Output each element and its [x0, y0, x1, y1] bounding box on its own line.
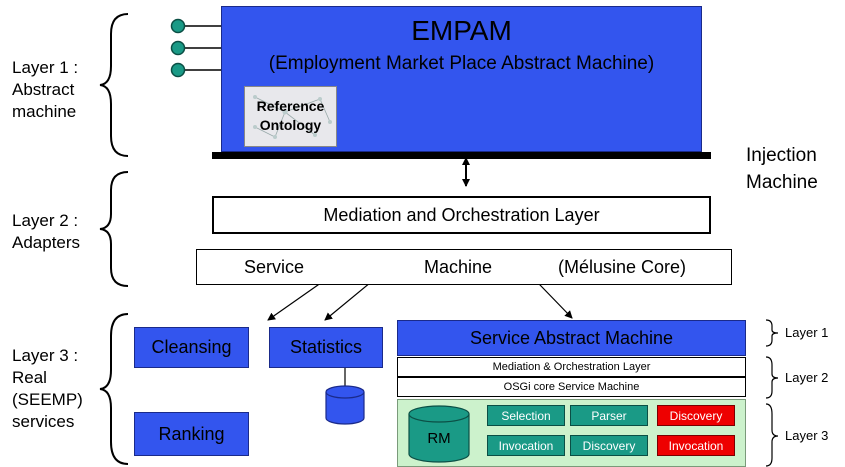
injection-bar [212, 152, 711, 159]
invocation-component: Invocation [487, 435, 565, 456]
right-layer3-label: Layer 3 [785, 428, 829, 443]
parser-component: Parser [570, 405, 648, 426]
brace-right-layer3 [765, 403, 779, 467]
mediation-orchestration-layer: Mediation and Orchestration Layer [212, 196, 711, 234]
sam-component-panel: RM Selection Parser Discovery Invocation… [397, 399, 746, 467]
empam-box: EMPAM (Employment Market Place Abstract … [221, 6, 702, 152]
discovery-component: Discovery [570, 435, 648, 456]
layer1-label: Layer 1 : Abstract machine [12, 58, 79, 121]
empam-subtitle: (Employment Market Place Abstract Machin… [268, 53, 655, 74]
service-abstract-machine: Service Abstract Machine [397, 320, 746, 356]
service-machine-bar: Service Machine (Mélusine Core) [196, 249, 732, 285]
injection-machine-label: Injection Machine [746, 145, 818, 193]
cleansing-service: Cleansing [134, 327, 249, 368]
ranking-service: Ranking [134, 412, 249, 456]
empam-title: EMPAM [411, 15, 512, 46]
connector-dot-2 [170, 40, 186, 56]
brace-layer3 [99, 313, 129, 465]
brace-right-layer2 [765, 356, 779, 399]
connector-dot-1 [170, 18, 186, 34]
brace-layer2 [99, 171, 129, 287]
ontology-graph-icon [253, 95, 332, 139]
right-layer1-label: Layer 1 [785, 325, 829, 340]
right-layer2-label: Layer 2 [785, 370, 829, 385]
discovery-component-red: Discovery [657, 405, 735, 426]
brace-layer1 [99, 13, 129, 157]
database-icon [325, 385, 365, 425]
rm-label: RM [427, 430, 451, 447]
osgi-core-service-machine: OSGi core Service Machine [397, 377, 746, 397]
layer3-label: Layer 3 : Real (SEEMP) services [12, 346, 83, 431]
sam-mediation-layer: Mediation & Orchestration Layer [397, 357, 746, 377]
selection-component: Selection [487, 405, 565, 426]
layer2-label: Layer 2 : Adapters [12, 211, 81, 252]
ontology-label: Reference Ontology [256, 98, 325, 133]
statistics-service: Statistics [269, 327, 383, 368]
reference-ontology-image: Reference Ontology [244, 86, 337, 147]
brace-right-layer1 [765, 319, 779, 347]
rm-cylinder [408, 405, 470, 463]
connector-dot-3 [170, 62, 186, 78]
invocation-component-red: Invocation [657, 435, 735, 456]
